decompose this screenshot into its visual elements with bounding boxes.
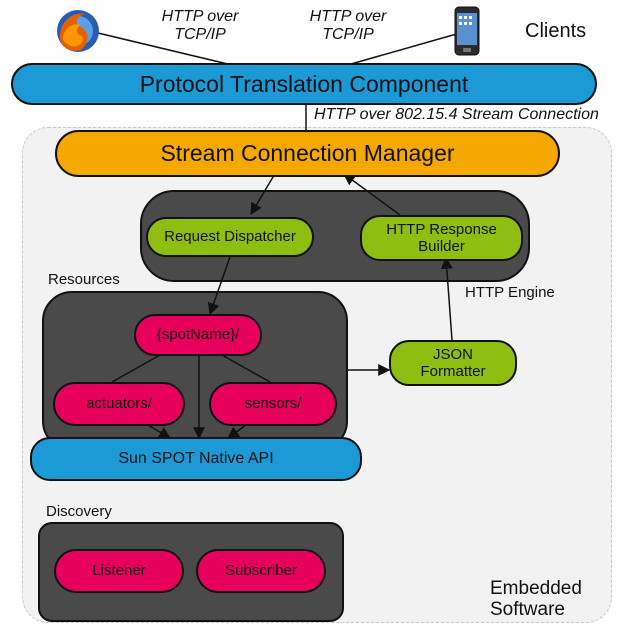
resources-label: Resources (48, 271, 120, 288)
phone-link-line (343, 32, 461, 67)
stream-link-label: HTTP over 802.15.4 Stream Connection (314, 106, 599, 123)
arrow-sensors-to-api (227, 424, 247, 439)
actuators-resource: actuators/ (53, 382, 185, 426)
smartphone-icon (454, 6, 480, 56)
sun-spot-native-api: Sun SPOT Native API (30, 437, 362, 481)
subscriber-component: Subscriber (196, 549, 326, 593)
line-spotname-to-sensors (221, 354, 271, 383)
json-formatter: JSON Formatter (389, 340, 517, 386)
arrow-scm-to-dispatcher (250, 171, 277, 216)
http-engine-label: HTTP Engine (465, 284, 555, 301)
spotname-resource: {spotName}/ (134, 314, 262, 356)
firefox-icon (55, 8, 101, 54)
request-dispatcher: Request Dispatcher (146, 217, 314, 257)
discovery-label: Discovery (46, 503, 112, 520)
stream-connection-manager: Stream Connection Manager (55, 130, 560, 177)
arrow-builder-to-scm (343, 173, 401, 216)
embedded-software-label: Embedded Software (490, 578, 582, 621)
arrow-actuators-to-api (147, 424, 172, 439)
sensors-resource: sensors/ (209, 382, 337, 426)
arrow-dispatcher-to-spotname (207, 253, 232, 316)
browser-protocol-label: HTTP over TCP/IP (161, 8, 239, 44)
arrow-json-to-builder (440, 256, 453, 341)
http-response-builder: HTTP Response Builder (360, 215, 523, 261)
line-spotname-to-actuators (111, 354, 161, 383)
listener-component: Listener (54, 549, 184, 593)
protocol-translation-component: Protocol Translation Component (11, 63, 597, 105)
phone-protocol-label: HTTP over TCP/IP (309, 8, 387, 44)
browser-link-line (97, 32, 237, 67)
clients-title: Clients (525, 20, 587, 42)
